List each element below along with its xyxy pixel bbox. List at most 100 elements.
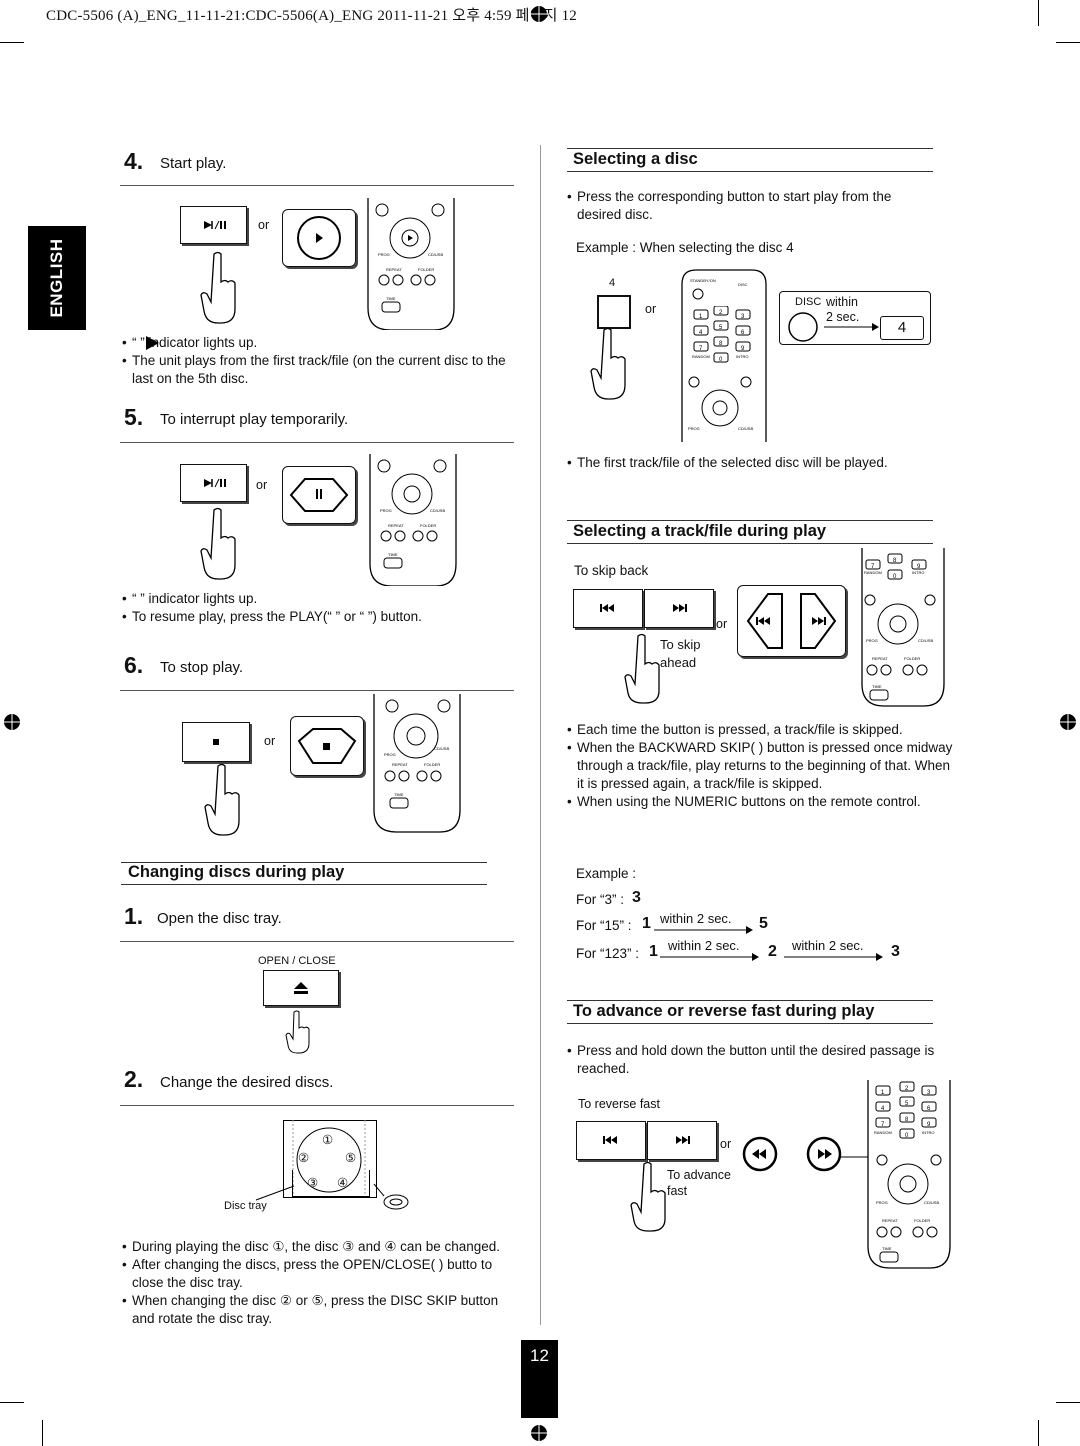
stop-icon (213, 739, 219, 745)
bullet-item: When changing the disc ② or ⑤, press the… (122, 1292, 502, 1328)
number-4-button[interactable] (597, 295, 631, 329)
select-disc-result: The first track/file of the selected dis… (567, 454, 937, 472)
svg-text:0: 0 (893, 574, 897, 580)
svg-text:3: 3 (927, 1090, 931, 1096)
section-rule (567, 148, 933, 149)
disc-button-circle[interactable] (786, 310, 822, 344)
svg-text:CD/USB: CD/USB (918, 638, 933, 643)
skip-ahead-icon (673, 604, 687, 612)
remote-skip-buttons[interactable] (737, 585, 846, 657)
svg-text:3: 3 (741, 314, 745, 320)
or-label: or (720, 1137, 732, 1151)
disc-tray-label: Disc tray (224, 1200, 267, 1212)
svg-text:5: 5 (905, 1101, 909, 1107)
bullet-text: “ ” indicator lights up. (132, 335, 258, 350)
svg-text:REPEAT: REPEAT (392, 762, 408, 767)
svg-text:8: 8 (719, 341, 723, 347)
divider (120, 941, 514, 942)
disc-callout (779, 291, 931, 345)
svg-text:PROG: PROG (876, 1200, 888, 1205)
step5-notes: “ ” indicator lights up. To resume play,… (122, 590, 522, 626)
svg-text:9: 9 (927, 1122, 931, 1128)
example-123-second: 2 (768, 943, 777, 960)
section-rule (567, 1023, 933, 1024)
play-pause-button[interactable] (180, 206, 247, 244)
svg-text:4: 4 (699, 330, 703, 336)
svg-text:DISC: DISC (738, 282, 748, 287)
reverse-icon (603, 1136, 617, 1144)
pointing-hand-icon (590, 327, 626, 400)
svg-text:1: 1 (881, 1090, 885, 1096)
svg-text:STANDBY/ON: STANDBY/ON (690, 278, 716, 283)
stop-button[interactable] (182, 722, 250, 762)
remote-reverse-button[interactable] (742, 1134, 778, 1174)
bullet-item: Press the corresponding button to start … (567, 188, 937, 224)
within-label: within (826, 295, 858, 309)
svg-text:PROG: PROG (384, 752, 396, 757)
svg-text:TIME: TIME (394, 792, 404, 797)
example-123-label: For “123” : (576, 946, 640, 961)
remote-stop-button[interactable] (290, 716, 364, 776)
bullet-item: Press and hold down the button until the… (567, 1042, 957, 1078)
svg-text:9: 9 (741, 346, 745, 352)
reverse-fast-button[interactable] (576, 1121, 646, 1160)
skip-ahead-button[interactable] (644, 589, 714, 628)
svg-text:REPEAT: REPEAT (872, 656, 888, 661)
crop-mark (1038, 0, 1039, 26)
registration-mark-icon (1, 0, 23, 22)
svg-text:REPEAT: REPEAT (388, 523, 404, 528)
tray-pointer (255, 1183, 409, 1210)
svg-text:INTRO: INTRO (736, 354, 748, 359)
remote-play-button[interactable] (282, 209, 356, 267)
svg-text:1: 1 (699, 314, 703, 320)
or-label: or (264, 734, 276, 748)
svg-text:FOLDER: FOLDER (914, 1218, 930, 1223)
registration-mark-icon (1057, 711, 1079, 733)
open-close-button[interactable] (263, 970, 339, 1006)
svg-text:RANDOM: RANDOM (692, 354, 710, 359)
svg-text:CD/USB: CD/USB (428, 252, 443, 257)
svg-text:2: 2 (719, 310, 723, 316)
play-pause-button[interactable] (180, 464, 247, 502)
section-rule (567, 171, 933, 172)
section-title: Changing discs during play (128, 863, 345, 881)
example-15-within: within 2 sec. (660, 911, 732, 926)
svg-text:5: 5 (719, 325, 723, 331)
digit-4-key[interactable]: 4 (880, 316, 924, 340)
example-123-third: 3 (891, 943, 900, 960)
svg-text:0: 0 (905, 1133, 909, 1139)
remote-advance-button[interactable] (806, 1134, 842, 1174)
svg-text:CD/USB: CD/USB (924, 1200, 939, 1205)
step-text: To interrupt play temporarily. (160, 411, 349, 428)
or-label: or (716, 617, 728, 631)
pointing-hand-icon (630, 1161, 666, 1232)
bullet-item: Each time the button is pressed, a track… (567, 721, 957, 739)
example-text: Example : When selecting the disc 4 (576, 240, 794, 255)
disc-button-label: DISC (795, 296, 822, 308)
svg-text:FOLDER: FOLDER (904, 656, 920, 661)
bullet-item: During playing the disc ①, the disc ③ an… (122, 1238, 502, 1256)
numeric-keypad: 1 2 3 4 5 6 7 8 9 RANDOM 0 INTRO (692, 305, 764, 373)
step-text: Open the disc tray. (157, 910, 282, 927)
arrow-icon (654, 926, 753, 934)
bullet-item: “ ” indicator lights up. (122, 590, 522, 608)
remote-pause-button[interactable] (282, 466, 356, 524)
advance-fast-button[interactable] (647, 1121, 717, 1160)
bullet-item: When the BACKWARD SKIP( ) button is pres… (567, 739, 957, 793)
crop-mark (1056, 42, 1080, 43)
disc-number-label: 4 (609, 277, 616, 289)
or-label: or (645, 302, 657, 316)
svg-text:8: 8 (905, 1117, 909, 1123)
bullet-text: After changing the discs, press the OPEN… (132, 1257, 493, 1290)
divider (120, 1105, 514, 1106)
pointing-hand-icon (200, 507, 236, 580)
crop-mark (1038, 1420, 1039, 1446)
crop-mark (1056, 1402, 1080, 1403)
step-number: 5. (124, 404, 144, 430)
skip-back-button[interactable] (573, 589, 643, 628)
numeric-keypad-graphic: 1 2 3 4 5 6 7 8 9 RANDOM 0 INTRO (692, 305, 751, 363)
bullet-item: When using the NUMERIC buttons on the re… (567, 793, 957, 811)
tray-slot-5: ⑤ (345, 1151, 357, 1165)
